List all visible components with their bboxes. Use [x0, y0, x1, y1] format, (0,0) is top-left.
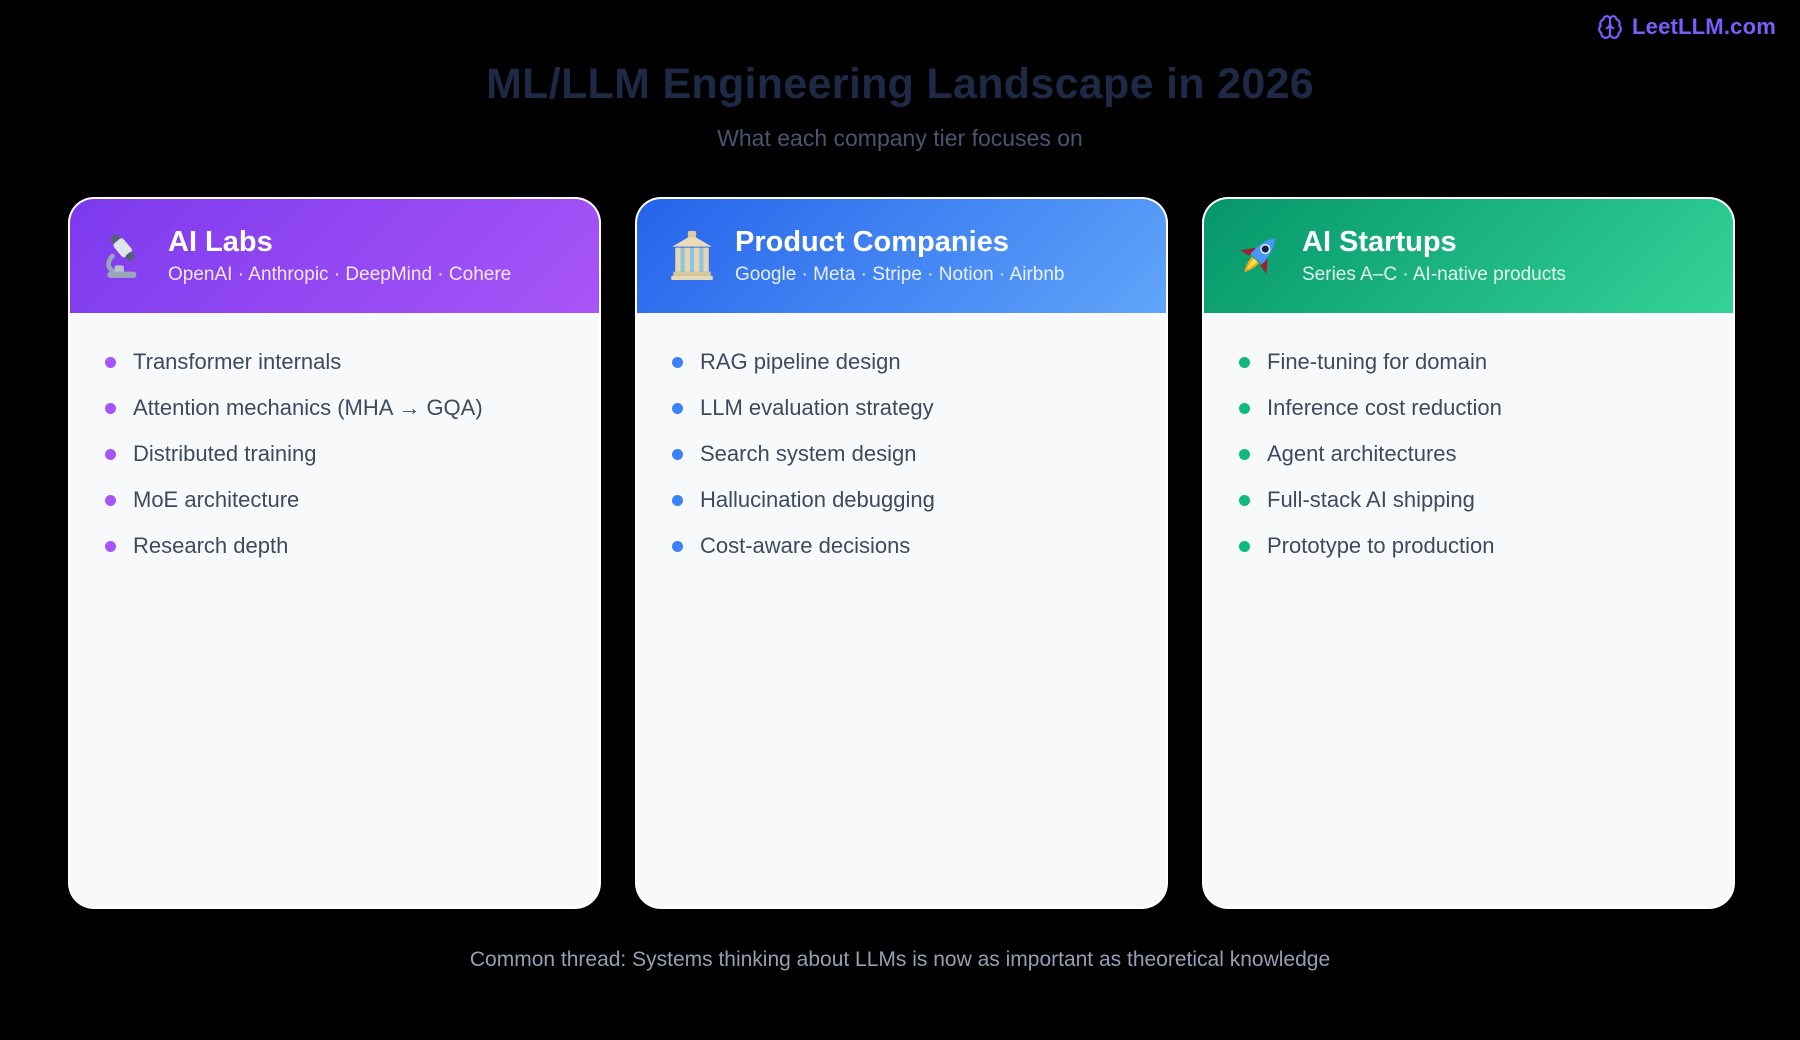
bullet-dot	[1239, 448, 1250, 460]
card-header-ai-labs: AI Labs OpenAI · Anthropic · DeepMind · …	[70, 199, 599, 313]
bullet-dot	[672, 448, 683, 460]
list-item: LLM evaluation strategy	[672, 395, 1136, 421]
focus-list: Fine-tuning for domain Inference cost re…	[1204, 313, 1733, 559]
list-item-label: Search system design	[700, 441, 917, 466]
bullet-dot	[105, 402, 116, 414]
list-item-label: LLM evaluation strategy	[700, 395, 934, 420]
brain-icon	[1597, 14, 1623, 40]
bullet-dot	[105, 494, 116, 506]
list-item: RAG pipeline design	[672, 349, 1136, 375]
list-item-label: Distributed training	[133, 441, 317, 466]
tier-card-ai-labs: AI Labs OpenAI · Anthropic · DeepMind · …	[68, 197, 601, 909]
list-item-label: Transformer internals	[133, 349, 342, 374]
list-item: Search system design	[672, 441, 1136, 467]
list-item-label: Inference cost reduction	[1267, 395, 1502, 420]
focus-list: Transformer internals Attention mechanic…	[70, 313, 599, 559]
tier-card-product-companies: Product Companies Google · Meta · Stripe…	[635, 197, 1168, 909]
list-item-label: Attention mechanics (MHA → GQA)	[133, 395, 483, 420]
list-item-label: Full-stack AI shipping	[1267, 487, 1475, 512]
list-item: Fine-tuning for domain	[1239, 349, 1703, 375]
card-subtitle: Google · Meta · Stripe · Notion · Airbnb	[735, 264, 1065, 286]
list-item: MoE architecture	[105, 487, 569, 513]
list-item-label: Prototype to production	[1267, 533, 1495, 558]
card-header-ai-startups: AI Startups Series A–C · AI-native produ…	[1204, 199, 1733, 313]
list-item-label: Agent architectures	[1267, 441, 1457, 466]
cards-row: AI Labs OpenAI · Anthropic · DeepMind · …	[68, 197, 1735, 909]
list-item: Full-stack AI shipping	[1239, 487, 1703, 513]
list-item: Prototype to production	[1239, 533, 1703, 559]
bullet-dot	[1239, 356, 1250, 368]
page-title: ML/LLM Engineering Landscape in 2026	[486, 60, 1314, 108]
list-item: Cost-aware decisions	[672, 533, 1136, 559]
focus-list: RAG pipeline design LLM evaluation strat…	[637, 313, 1166, 559]
list-item: Hallucination debugging	[672, 487, 1136, 513]
microscope-icon	[100, 231, 150, 281]
list-item-label: Hallucination debugging	[700, 487, 935, 512]
rocket-icon	[1234, 231, 1284, 281]
list-item-label: Fine-tuning for domain	[1267, 349, 1488, 374]
bullet-dot	[1239, 402, 1250, 414]
bullet-dot	[1239, 540, 1250, 552]
bullet-dot	[105, 540, 116, 552]
bullet-dot	[672, 540, 683, 552]
bullet-dot	[672, 402, 683, 414]
list-item: Distributed training	[105, 441, 569, 467]
list-item-label: RAG pipeline design	[700, 349, 901, 374]
list-item-label: MoE architecture	[133, 487, 300, 512]
bullet-dot	[105, 448, 116, 460]
card-header-product-companies: Product Companies Google · Meta · Stripe…	[637, 199, 1166, 313]
bullet-dot	[105, 356, 116, 368]
bullet-dot	[672, 356, 683, 368]
list-item: Inference cost reduction	[1239, 395, 1703, 421]
page-subtitle: What each company tier focuses on	[717, 125, 1083, 151]
card-title: AI Startups	[1302, 225, 1457, 258]
list-item-label: Cost-aware decisions	[700, 533, 911, 558]
card-subtitle: OpenAI · Anthropic · DeepMind · Cohere	[168, 264, 512, 286]
footer-note: Common thread: Systems thinking about LL…	[469, 948, 1331, 971]
list-item: Research depth	[105, 533, 569, 559]
card-title: AI Labs	[168, 225, 273, 258]
list-item: Transformer internals	[105, 349, 569, 375]
card-title: Product Companies	[735, 225, 1009, 258]
tier-card-ai-startups: AI Startups Series A–C · AI-native produ…	[1202, 197, 1735, 909]
title-block: ML/LLM Engineering Landscape in 2026 Wha…	[0, 0, 1800, 152]
brand-link[interactable]: LeetLLM.com	[1597, 14, 1776, 40]
bullet-dot	[1239, 494, 1250, 506]
bank-icon	[667, 231, 717, 281]
card-subtitle: Series A–C · AI-native products	[1302, 264, 1567, 286]
list-item-label: Research depth	[133, 533, 289, 558]
brand-label: LeetLLM.com	[1632, 14, 1776, 39]
list-item: Attention mechanics (MHA → GQA)	[105, 395, 569, 421]
bullet-dot	[672, 494, 683, 506]
list-item: Agent architectures	[1239, 441, 1703, 467]
